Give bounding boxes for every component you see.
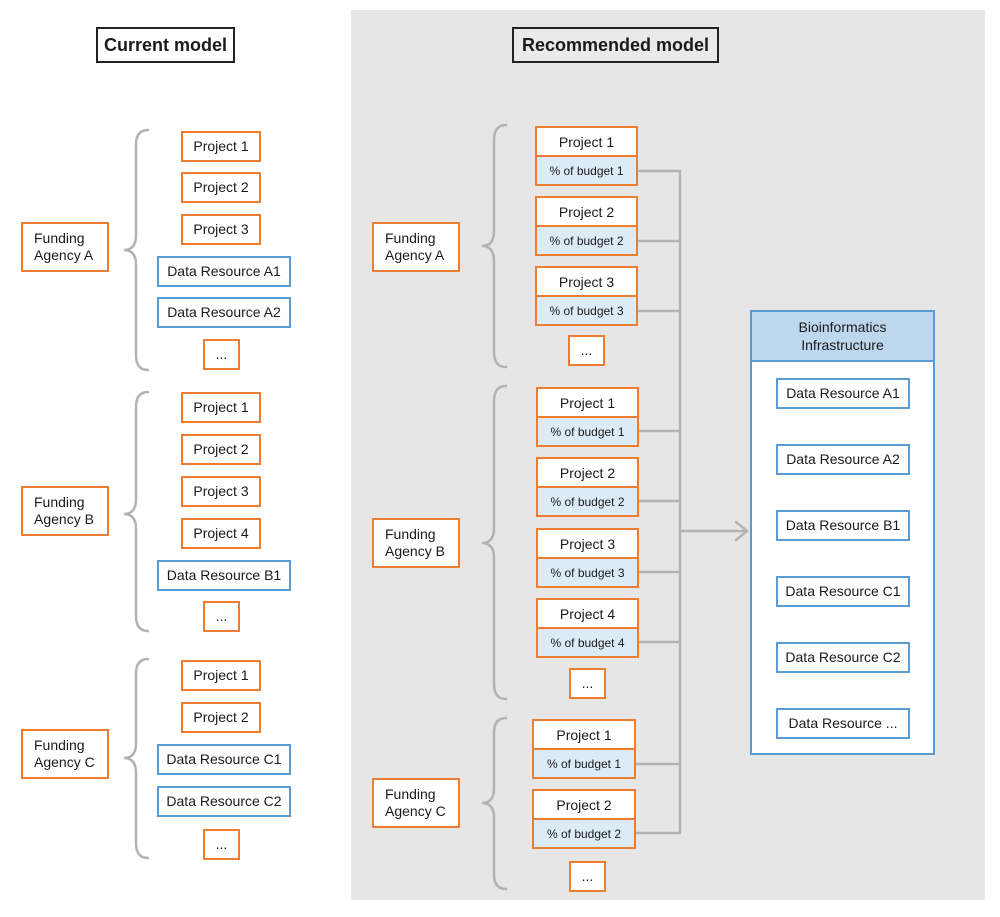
rec-b-project-2: Project 2 % of budget 2 xyxy=(536,457,639,517)
current-a-ellipsis: ... xyxy=(203,339,240,370)
rec-funding-agency-b: Funding Agency B xyxy=(372,518,460,568)
project-label: Project 4 xyxy=(559,605,616,622)
budget-share: % of budget 1 xyxy=(534,748,634,777)
project-label: Project 3 xyxy=(558,273,615,290)
infra-data-resource-more: Data Resource ... xyxy=(776,708,910,739)
rec-b-project-1: Project 1 % of budget 1 xyxy=(536,387,639,447)
current-funding-agency-c: Funding Agency C xyxy=(21,729,109,779)
rec-a-project-2: Project 2 % of budget 2 xyxy=(535,196,638,256)
current-a-project-2: Project 2 xyxy=(181,172,261,203)
current-b-ellipsis: ... xyxy=(203,601,240,632)
current-c-project-1: Project 1 xyxy=(181,660,261,691)
budget-share: % of budget 3 xyxy=(537,295,636,324)
project-label: Project 3 xyxy=(559,535,616,552)
current-data-resource-a2: Data Resource A2 xyxy=(157,297,291,328)
current-data-resource-c2: Data Resource C2 xyxy=(157,786,291,817)
rec-a-project-3: Project 3 % of budget 3 xyxy=(535,266,638,326)
rec-funding-agency-a: Funding Agency A xyxy=(372,222,460,272)
project-label: Project 1 xyxy=(556,726,612,743)
rec-funding-agency-c: Funding Agency C xyxy=(372,778,460,828)
budget-share: % of budget 2 xyxy=(534,818,634,847)
infra-data-resource-c1: Data Resource C1 xyxy=(776,576,910,607)
current-a-project-3: Project 3 xyxy=(181,214,261,245)
recommended-model-title: Recommended model xyxy=(512,27,719,63)
rec-b-ellipsis: ... xyxy=(569,668,606,699)
project-label: Project 2 xyxy=(556,796,612,813)
current-b-project-1: Project 1 xyxy=(181,392,261,423)
brace-current-a xyxy=(123,128,150,372)
rec-b-project-4: Project 4 % of budget 4 xyxy=(536,598,639,658)
rec-b-project-3: Project 3 % of budget 3 xyxy=(536,528,639,588)
project-label: Project 2 xyxy=(559,464,616,481)
current-funding-agency-b: Funding Agency B xyxy=(21,486,109,536)
infrastructure-title-line-2: Infrastructure xyxy=(801,337,884,353)
rec-a-project-1: Project 1 % of budget 1 xyxy=(535,126,638,186)
current-data-resource-b1: Data Resource B1 xyxy=(157,560,291,591)
rec-c-project-1: Project 1 % of budget 1 xyxy=(532,719,636,779)
project-label: Project 2 xyxy=(558,203,615,220)
brace-current-b xyxy=(123,390,150,633)
budget-share: % of budget 4 xyxy=(538,627,637,656)
current-c-ellipsis: ... xyxy=(203,829,240,860)
infra-data-resource-a1: Data Resource A1 xyxy=(776,378,910,409)
current-data-resource-c1: Data Resource C1 xyxy=(157,744,291,775)
infrastructure-header: Bioinformatics Infrastructure xyxy=(752,312,933,362)
rec-a-ellipsis: ... xyxy=(568,335,605,366)
infrastructure-title-line-1: Bioinformatics xyxy=(798,319,887,335)
budget-share: % of budget 1 xyxy=(537,155,636,184)
infra-data-resource-b1: Data Resource B1 xyxy=(776,510,910,541)
budget-share: % of budget 2 xyxy=(537,225,636,254)
rec-c-project-2: Project 2 % of budget 2 xyxy=(532,789,636,849)
current-data-resource-a1: Data Resource A1 xyxy=(157,256,291,287)
project-label: Project 1 xyxy=(558,133,615,150)
current-model-title: Current model xyxy=(96,27,235,63)
brace-current-c xyxy=(123,657,150,860)
infra-data-resource-a2: Data Resource A2 xyxy=(776,444,910,475)
rec-c-ellipsis: ... xyxy=(569,861,606,892)
current-a-project-1: Project 1 xyxy=(181,131,261,162)
current-c-project-2: Project 2 xyxy=(181,702,261,733)
current-b-project-3: Project 3 xyxy=(181,476,261,507)
current-b-project-2: Project 2 xyxy=(181,434,261,465)
current-funding-agency-a: Funding Agency A xyxy=(21,222,109,272)
current-b-project-4: Project 4 xyxy=(181,518,261,549)
budget-share: % of budget 2 xyxy=(538,486,637,515)
budget-share: % of budget 1 xyxy=(538,416,637,445)
budget-share: % of budget 3 xyxy=(538,557,637,586)
project-label: Project 1 xyxy=(559,394,616,411)
infra-data-resource-c2: Data Resource C2 xyxy=(776,642,910,673)
